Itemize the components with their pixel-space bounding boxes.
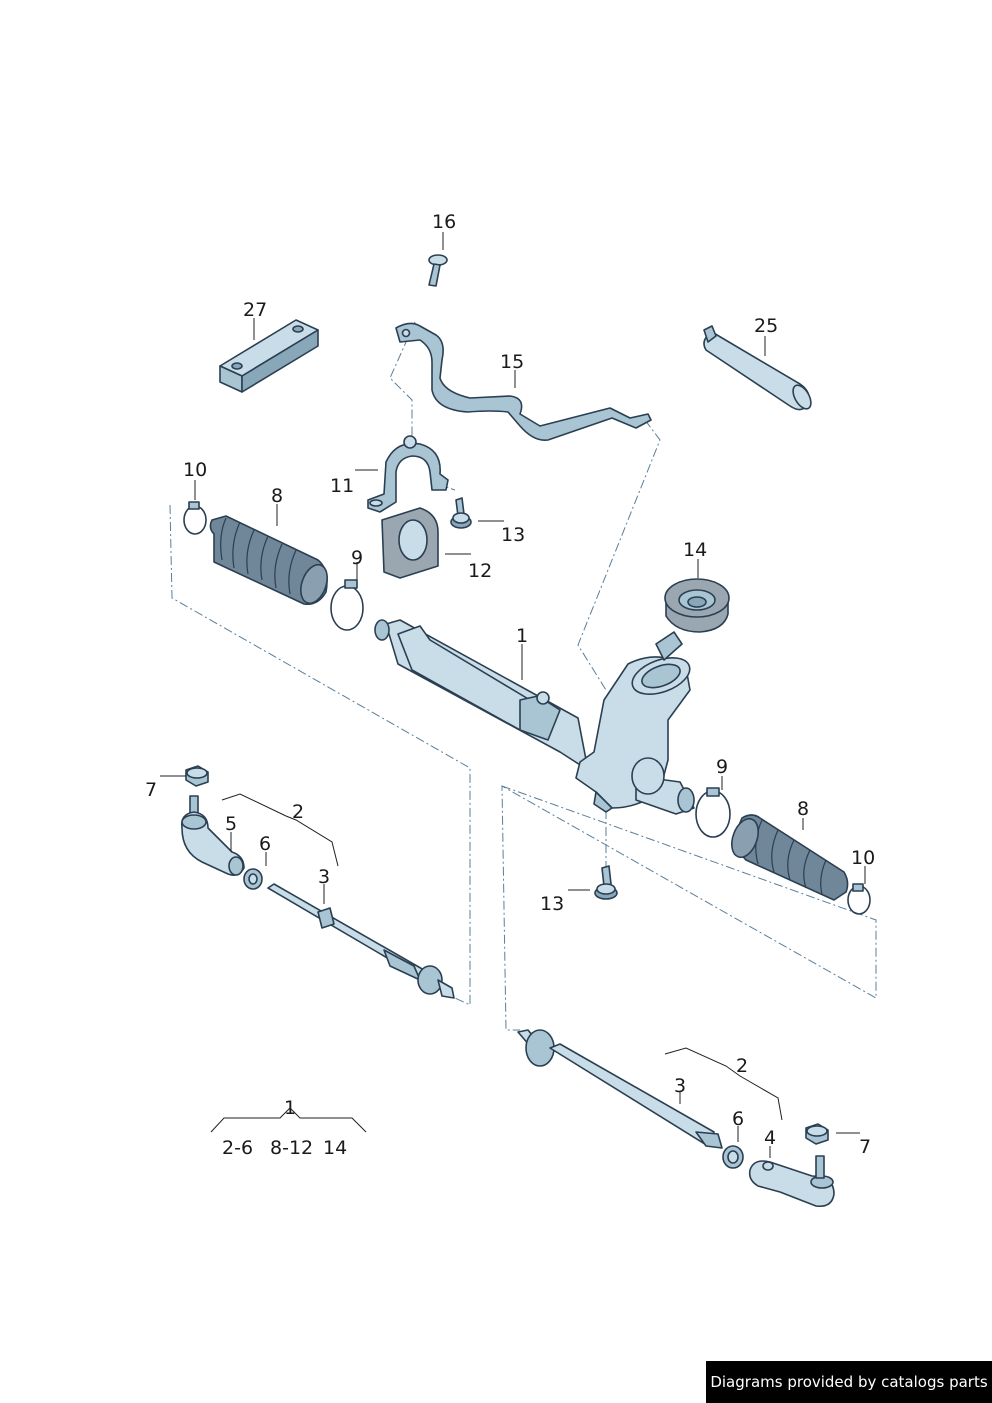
label-2-right: 2 — [736, 1055, 748, 1077]
label-11: 11 — [330, 475, 354, 497]
label-27: 27 — [243, 299, 267, 321]
grommet-14[interactable] — [664, 578, 730, 633]
legend-item: 2-6 — [222, 1137, 253, 1159]
bolt-16[interactable] — [428, 254, 448, 287]
label-1: 1 — [516, 625, 528, 647]
nut-7-left[interactable] — [185, 765, 209, 787]
label-5: 5 — [225, 813, 237, 835]
label-3-right: 3 — [674, 1075, 686, 1097]
bracket-15[interactable] — [395, 322, 652, 442]
bolt-13-top[interactable] — [450, 497, 472, 529]
label-13-bottom: 13 — [540, 893, 564, 915]
boot-8-right[interactable] — [727, 814, 849, 901]
legend-title: 1 — [284, 1097, 296, 1119]
label-13-top: 13 — [501, 524, 525, 546]
label-9-left: 9 — [351, 547, 363, 569]
tie-rod-3-left[interactable] — [267, 883, 455, 999]
bolt-13-bottom[interactable] — [594, 865, 618, 900]
clamp-10-left[interactable] — [183, 501, 207, 535]
tie-rod-end-4[interactable] — [748, 1155, 835, 1208]
nut-6-left[interactable] — [243, 868, 263, 890]
assembly-legend: 1 2-6 8-12 14 — [222, 1097, 347, 1159]
legend-item: 14 — [323, 1137, 347, 1159]
nut-7-right[interactable] — [805, 1123, 829, 1145]
label-9-right: 9 — [716, 756, 728, 778]
label-2-left: 2 — [292, 801, 304, 823]
clamp-10-right[interactable] — [847, 883, 871, 915]
clamp-9-left[interactable] — [330, 579, 364, 631]
label-12: 12 — [468, 560, 492, 582]
bushing-12[interactable] — [381, 507, 439, 579]
legend-item: 8-12 — [270, 1137, 313, 1159]
part-labels: 16 27 25 15 10 8 11 13 9 12 14 1 7 2 5 6… — [145, 211, 875, 1158]
label-16: 16 — [432, 211, 456, 233]
label-15: 15 — [500, 351, 524, 373]
label-7-right: 7 — [859, 1136, 871, 1158]
grease-tube-25[interactable] — [703, 325, 815, 412]
label-25: 25 — [754, 315, 778, 337]
leader-lines — [160, 232, 866, 1158]
boot-8-left[interactable] — [209, 515, 332, 607]
nut-6-right[interactable] — [722, 1145, 744, 1169]
credit-footer: Diagrams provided by catalogs parts — [706, 1361, 992, 1403]
tie-rod-end-5[interactable] — [180, 795, 245, 876]
label-14: 14 — [683, 539, 707, 561]
label-3-left: 3 — [318, 866, 330, 888]
clamp-11[interactable] — [367, 435, 449, 513]
label-6-right: 6 — [732, 1108, 744, 1130]
label-8-left: 8 — [271, 485, 283, 507]
mounting-block-27[interactable] — [219, 319, 319, 393]
steering-rack-1[interactable] — [374, 619, 695, 815]
tie-rod-3-right[interactable] — [517, 1029, 723, 1149]
label-4: 4 — [764, 1127, 776, 1149]
label-8-right: 8 — [797, 798, 809, 820]
label-10-left: 10 — [183, 459, 207, 481]
clamp-9-right[interactable] — [695, 787, 731, 838]
label-10-right: 10 — [851, 847, 875, 869]
label-7-left: 7 — [145, 779, 157, 801]
label-6-left: 6 — [259, 833, 271, 855]
